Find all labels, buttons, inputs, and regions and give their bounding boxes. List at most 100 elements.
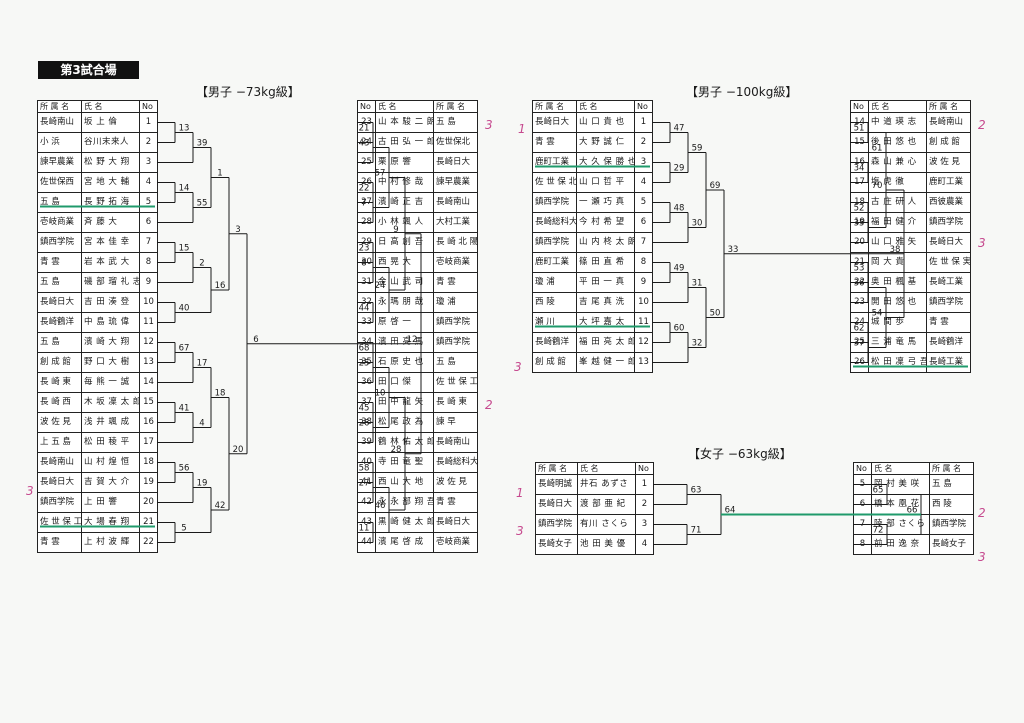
entry-number: 30 (357, 252, 376, 273)
team-name: 鎮西学院 (37, 492, 82, 513)
player-name: 大 野 誠 仁 (576, 132, 635, 153)
match-number: 64 (725, 506, 736, 516)
entry-number: 26 (850, 352, 869, 373)
team-name: 長崎鶴洋 (532, 332, 577, 353)
player-name: 鶴 林 佑 太 郎 (375, 432, 434, 453)
player-name: 上 田 響 (81, 492, 140, 513)
team-name: 波 佐 見 (926, 152, 971, 173)
entry-number: 25 (850, 332, 869, 353)
header-name: 氏 名 (577, 462, 636, 475)
team-name: 長崎日大 (433, 512, 478, 533)
entry-number: 4 (634, 172, 653, 193)
player-name: 峯 越 健 一 郎 (576, 352, 635, 373)
entry-number: 3 (634, 152, 653, 173)
match-number: 49 (674, 264, 685, 274)
header-name: 氏 名 (375, 100, 434, 113)
team-name: 長 崎 西 (37, 392, 82, 413)
player-name: 古 庄 研 人 (868, 192, 927, 213)
match-number: 67 (179, 344, 190, 354)
match-number: 17 (197, 359, 208, 369)
entry-number: 4 (635, 534, 654, 555)
match-number: 39 (197, 139, 208, 149)
match-number: 14 (179, 184, 190, 194)
entry-number: 8 (634, 252, 653, 273)
team-name: 鹿町工業 (532, 252, 577, 273)
team-name: 五 島 (37, 192, 82, 213)
player-name: 宮 地 大 輔 (81, 172, 140, 193)
entry-number: 27 (357, 192, 376, 213)
player-name: 濱 崎 正 吉 (375, 192, 434, 213)
team-name: 波 佐 見 (433, 472, 478, 493)
player-name: 橋 本 凰 花 (871, 494, 930, 515)
entry-number: 33 (357, 312, 376, 333)
entry-number: 8 (139, 252, 158, 273)
entry-number: 15 (850, 132, 869, 153)
entry-number: 24 (850, 312, 869, 333)
w63-title: 【女子 −63kg級】 (688, 447, 792, 461)
team-name: 五 島 (37, 272, 82, 293)
table-row: 五 島磯 部 瑠 礼 志 郎9 (37, 272, 158, 293)
entry-number: 26 (357, 172, 376, 193)
match-number: 48 (674, 204, 685, 214)
header-no: No (357, 100, 376, 113)
entry-number: 14 (139, 372, 158, 393)
match-number: 29 (674, 164, 685, 174)
team-name: 小 浜 (37, 132, 82, 153)
team-name: 壱岐商業 (433, 532, 478, 553)
entry-number: 10 (634, 292, 653, 313)
annotation-mark: 2 (978, 118, 986, 132)
header-name: 氏 名 (81, 100, 140, 113)
player-name: 中 島 琉 偉 (81, 312, 140, 333)
m73-title: 【男子 −73kg級】 (196, 85, 300, 99)
entry-number: 5 (853, 474, 872, 495)
team-name: 鎮西学院 (37, 232, 82, 253)
match-number: 42 (215, 501, 226, 511)
entry-number: 10 (139, 292, 158, 313)
table-row: 佐 世 保 工 業大 場 春 翔21 (37, 512, 158, 533)
match-number: 2 (199, 259, 204, 269)
player-name: 山 口 哲 平 (576, 172, 635, 193)
player-name: 前 田 逸 奈 (871, 534, 930, 555)
player-name: 奥 田 楓 基 (868, 272, 927, 293)
entry-number: 41 (357, 472, 376, 493)
match-number: 63 (691, 486, 702, 496)
player-name: 山 村 煌 恒 (81, 452, 140, 473)
player-name: 野 口 大 樹 (81, 352, 140, 373)
match-number: 40 (179, 304, 190, 314)
team-name: 鎮西学院 (433, 332, 478, 353)
match-number: 13 (179, 124, 190, 134)
team-name: 長崎工業 (926, 352, 971, 373)
player-name: 濱 田 亮 馬 (375, 332, 434, 353)
player-name: 斉 藤 大 (81, 212, 140, 233)
match-number: 30 (692, 219, 703, 229)
team-name: 長崎日大 (532, 112, 577, 133)
player-name: 塩 虎 徹 (868, 172, 927, 193)
entry-number: 11 (139, 312, 158, 333)
entry-number: 5 (139, 192, 158, 213)
match-number: 60 (674, 324, 685, 334)
player-name: 岡 村 美 咲 (871, 474, 930, 495)
entry-number: 9 (634, 272, 653, 293)
entry-number: 1 (635, 474, 654, 495)
